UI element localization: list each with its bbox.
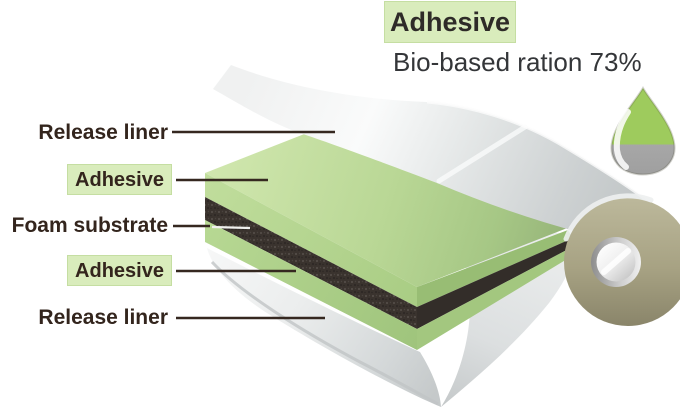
title-badge: Adhesive (384, 1, 516, 43)
top-release-liner-sheet (213, 65, 664, 252)
layer-label-adhesive-bottom: Adhesive (67, 255, 172, 286)
layer-label-release-liner-bottom: Release liner (38, 306, 168, 329)
droplet-icon (610, 86, 676, 176)
layer-label-foam-substrate: Foam substrate (11, 214, 168, 237)
foam-layer-front-face (205, 197, 417, 329)
layer-label-release-liner-top: Release liner (38, 121, 168, 144)
foam-edge-band (417, 238, 578, 329)
tape-roll (563, 193, 680, 326)
layer-label-adhesive-top-text: Adhesive (75, 168, 164, 191)
adhesive-bottom-layer-front-face (205, 220, 417, 350)
adhesive-bottom-edge-band (417, 244, 582, 350)
layer-stack (205, 111, 582, 350)
bottom-release-liner-sheet (207, 248, 441, 407)
adhesive-top-edge-band (417, 230, 573, 307)
title-label: Adhesive (389, 6, 511, 37)
roll-sheet-wrap-edge (563, 193, 654, 242)
leader-lines (172, 130, 335, 320)
layer-label-adhesive-bottom-text: Adhesive (75, 259, 164, 282)
layer-label-adhesive-top: Adhesive (67, 164, 172, 195)
adhesive-top-layer-top-face (205, 111, 575, 287)
leader-line-foam-substrate-light (211, 225, 251, 230)
adhesive-top-layer-front-face (205, 173, 417, 307)
subtitle-text: Bio-based ration 73% (393, 47, 642, 77)
